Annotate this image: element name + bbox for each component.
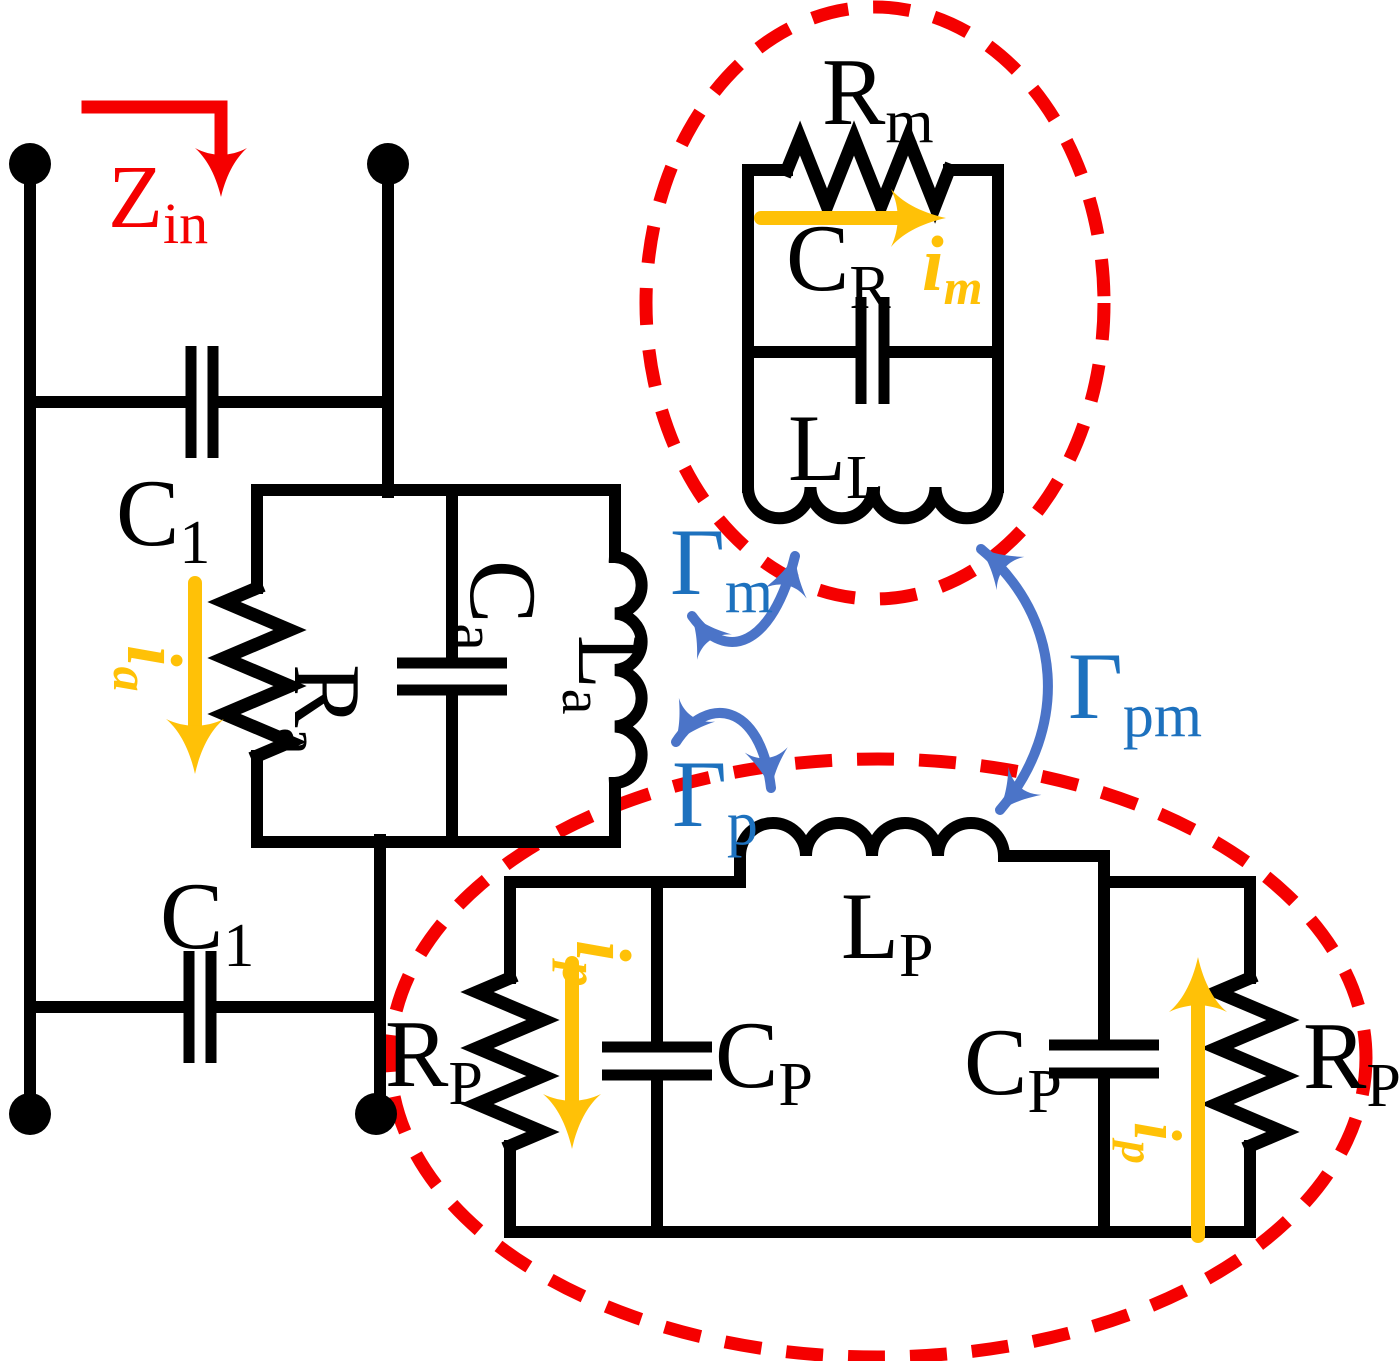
terminal-dot-bottom-left bbox=[9, 1093, 51, 1135]
label-ca: Ca bbox=[439, 560, 556, 651]
zin-arrowhead-icon bbox=[195, 148, 247, 197]
resistor-rm bbox=[778, 120, 958, 224]
label-ip-left: ip bbox=[552, 940, 647, 987]
current-ip-right: ip bbox=[1112, 957, 1227, 1243]
ip-right-arrowhead-icon bbox=[1169, 957, 1227, 1012]
resistor-ra bbox=[207, 579, 307, 765]
label-ll: LL bbox=[788, 395, 884, 512]
label-im: im bbox=[922, 220, 983, 315]
label-gamma-m: Γm bbox=[670, 509, 773, 626]
label-lp: LP bbox=[841, 873, 934, 990]
label-cp-right: CP bbox=[964, 1009, 1062, 1126]
tank-a-network: Ra Ca La bbox=[207, 484, 656, 848]
label-ra: Ra bbox=[263, 664, 380, 755]
resistor-rp-left bbox=[460, 969, 560, 1155]
coupling-arrow-gamma-m bbox=[687, 551, 807, 660]
plate-circuit: LP CP CP RP RP bbox=[385, 817, 1400, 1238]
label-rp-left: RP bbox=[385, 1001, 483, 1118]
coupling-arrow-gamma-p bbox=[671, 698, 788, 793]
label-c1-top: C1 bbox=[116, 460, 210, 577]
capacitor-c1-top: C1 bbox=[24, 346, 394, 577]
current-im: im bbox=[754, 189, 983, 315]
resistor-rp-right bbox=[1200, 969, 1300, 1155]
label-rm: Rm bbox=[822, 39, 934, 156]
ip-left-arrowhead-icon bbox=[543, 1094, 601, 1149]
zin-marker: Zin bbox=[81, 100, 247, 256]
inductor-la bbox=[608, 550, 648, 790]
plate-boundary-ellipse bbox=[383, 752, 1373, 1361]
zin-bracket bbox=[81, 100, 228, 162]
input-port bbox=[9, 143, 409, 1135]
label-gamma-pm: Γpm bbox=[1068, 633, 1202, 750]
label-cp-left: CP bbox=[715, 1002, 813, 1119]
capacitor-c1-bottom: C1 bbox=[24, 863, 386, 1063]
coupling-arrow-gamma-pm bbox=[976, 544, 1053, 815]
label-ip-right: ip bbox=[1112, 1122, 1196, 1164]
label-zin: Zin bbox=[108, 148, 208, 256]
im-arrowhead-icon bbox=[891, 189, 946, 247]
terminal-dot-top-right bbox=[367, 143, 409, 185]
membrane-boundary-ellipse bbox=[639, 0, 1111, 606]
label-rp-right: RP bbox=[1303, 1003, 1400, 1120]
current-ip-left: ip bbox=[543, 940, 647, 1149]
inductor-ll bbox=[741, 480, 1005, 525]
label-la: La bbox=[550, 635, 656, 715]
inductor-lp bbox=[733, 817, 1011, 863]
label-gamma-p: Γp bbox=[672, 741, 758, 858]
label-ia: ia bbox=[103, 645, 198, 692]
current-ia: ia bbox=[103, 576, 224, 774]
coupling-arrows: Γm Γp Γpm bbox=[670, 509, 1202, 858]
label-c1-bottom: C1 bbox=[160, 863, 254, 980]
terminal-dot-bottom-right bbox=[355, 1093, 397, 1135]
ia-arrowhead-icon bbox=[166, 719, 224, 774]
terminal-dot-top-left bbox=[9, 143, 51, 185]
